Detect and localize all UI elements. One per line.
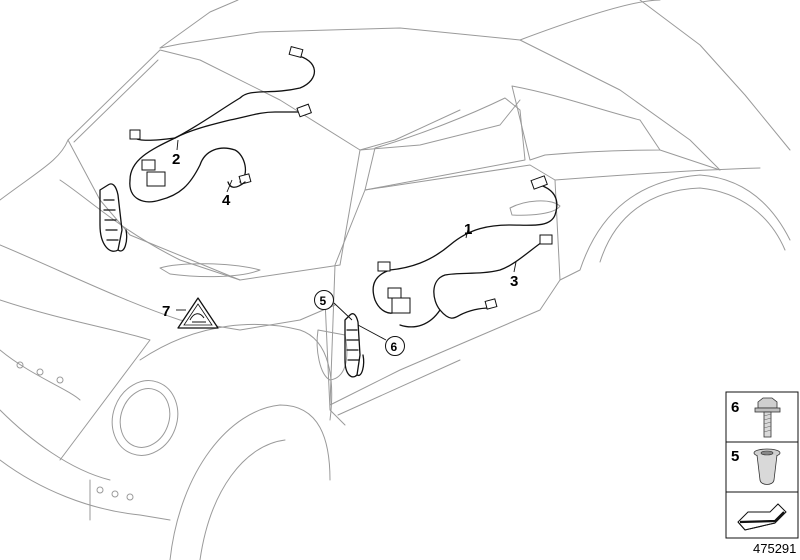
wiring-harness-1-3 [372, 175, 558, 328]
legend-label-5: 5 [731, 448, 739, 465]
legend-cell-arrow [725, 491, 799, 539]
arrow-panel-icon [737, 503, 787, 531]
callout-5-circle [314, 290, 334, 310]
antenna-cable-right [344, 313, 365, 378]
reference-number: 475291 [753, 541, 796, 556]
antenna-cable-left [99, 183, 128, 252]
wiring-harness-4 [227, 181, 246, 188]
callout-leaders [176, 139, 517, 341]
callout-1: 1 [464, 221, 472, 238]
warning-triangle-icon [177, 297, 219, 329]
callout-3: 3 [510, 273, 518, 290]
bolt-icon [754, 397, 781, 438]
wiring-harness-2 [129, 45, 316, 203]
legend-label-6: 6 [731, 399, 739, 416]
callout-4: 4 [222, 192, 231, 209]
callout-6-circle [385, 336, 405, 356]
callout-7: 7 [162, 303, 170, 320]
parts-legend: 6 5 [725, 391, 799, 539]
callout-2: 2 [172, 151, 180, 168]
callout-6: 6 [391, 340, 398, 354]
rivet-nut-icon [753, 448, 781, 485]
callout-5: 5 [320, 294, 327, 308]
